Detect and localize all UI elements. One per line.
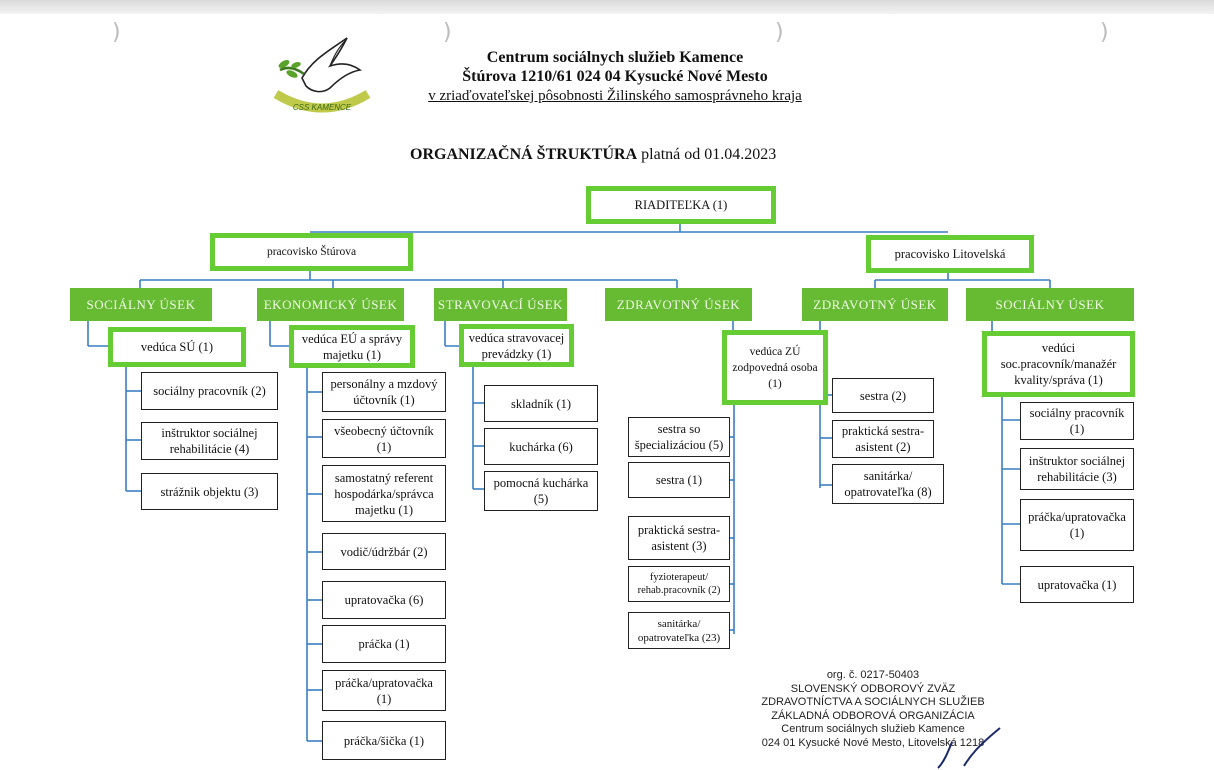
founder-line: v zriaďovateľskej pôsobnosti Žilinského …: [428, 88, 802, 104]
title-date: platná od 01.04.2023: [637, 146, 777, 163]
head-social-right: vedúci soc.pracovník/manažér kvality/spr…: [982, 331, 1135, 397]
role-payroll-accountant: personálny a mzdový účtovník (1): [322, 372, 446, 412]
document-header: Centrum sociálnych služieb Kamence Štúro…: [380, 48, 850, 106]
dove-logo: CSS KAMENCE: [273, 37, 371, 113]
role-practical-nurse-right: praktická sestra-asistent (2): [832, 420, 934, 458]
scan-artifact: ): [1100, 20, 1109, 45]
stamp-line: org. č. 0217-50403: [826, 669, 920, 681]
organization-address: Štúrova 1210/61 024 04 Kysucké Nové Mest…: [462, 68, 768, 85]
role-nurse-right: sestra (2): [832, 378, 934, 413]
page-title: ORGANIZAČNÁ ŠTRUKTÚRA platná od 01.04.20…: [410, 146, 830, 164]
role-laundress-cleaner-right: práčka/upratovačka (1): [1020, 499, 1134, 551]
section-label: SOCIÁLNY ÚSEK: [86, 296, 196, 312]
role-cook: kuchárka (6): [484, 428, 598, 465]
section-social-right: SOCIÁLNY ÚSEK: [966, 288, 1134, 321]
head-social-left: vedúca SÚ (1): [108, 327, 246, 367]
role-rehab-instructor-right: inštruktor sociálnej rehabilitácie (3): [1020, 448, 1134, 490]
role-practical-nurse: praktická sestra-asistent (3): [628, 516, 730, 560]
stamp-line: ZÁKLADNÁ ODBOROVÁ ORGANIZÁCIA: [771, 709, 975, 722]
role-orderly: sanitárka/ opatrovateľka (23): [628, 612, 730, 649]
role-social-worker-right: sociálny pracovník (1): [1020, 402, 1134, 440]
signature: [937, 727, 1001, 769]
stamp-line: Centrum sociálnych služieb Kamence: [781, 723, 965, 735]
section-economic: EKONOMICKÝ ÚSEK: [257, 288, 404, 321]
section-health-right: ZDRAVOTNÝ ÚSEK: [802, 288, 948, 321]
scan-artifact: ): [775, 20, 784, 45]
section-label: STRAVOVACÍ ÚSEK: [437, 296, 564, 312]
role-guard: strážnik objektu (3): [141, 473, 278, 510]
role-physiotherapist: fyzioterapeut/ rehab.pracovník (2): [628, 566, 730, 602]
section-label: ZDRAVOTNÝ ÚSEK: [616, 296, 741, 312]
role-laundress-cleaner: práčka/upratovačka (1): [322, 670, 446, 711]
role-property-clerk: samostatný referent hospodárka/správca m…: [322, 465, 446, 522]
role-cleaner: upratovačka (6): [322, 581, 446, 619]
logo-text: CSS KAMENCE: [293, 103, 352, 112]
stamp-line: SLOVENSKÝ ODBOROVÝ ZVÄZ: [790, 682, 956, 695]
role-laundress-seamstress: práčka/šička (1): [322, 721, 446, 760]
role-kitchen-helper: pomocná kuchárka (5): [484, 471, 598, 511]
section-label: ZDRAVOTNÝ ÚSEK: [813, 296, 937, 312]
role-driver-maintenance: vodič/údržbár (2): [322, 533, 446, 570]
role-orderly-right: sanitárka/ opatrovateľka (8): [832, 464, 944, 504]
role-cleaner-right: upratovačka (1): [1020, 566, 1134, 603]
scan-artifact: ): [112, 20, 121, 45]
role-laundress: práčka (1): [322, 625, 446, 663]
site-litovelska: pracovisko Litovelská: [866, 235, 1034, 273]
section-label: EKONOMICKÝ ÚSEK: [263, 296, 398, 312]
head-health: vedúca ZÚ zodpovedná osoba (1): [722, 330, 828, 405]
stamp-line: ZDRAVOTNÍCTVA A SOCIÁLNYCH SLUŽIEB: [761, 696, 985, 708]
section-health-left: ZDRAVOTNÝ ÚSEK: [605, 288, 752, 321]
site-sturova: pracovisko Štúrova: [210, 233, 413, 271]
head-economic: vedúca EÚ a správy majetku (1): [289, 325, 415, 368]
section-catering: STRAVOVACÍ ÚSEK: [434, 288, 567, 321]
section-label: SOCIÁLNY ÚSEK: [995, 296, 1105, 312]
director-box: RIADITEĽKA (1): [586, 186, 776, 224]
role-storekeeper: skladník (1): [484, 385, 598, 422]
organization-name: Centrum sociálnych služieb Kamence: [486, 49, 744, 66]
role-specialist-nurse: sestra so špecializáciou (5): [628, 417, 730, 457]
union-stamp: org. č. 0217-50403 SLOVENSKÝ ODBOROVÝ ZV…: [748, 669, 998, 750]
stamp-line: 024 01 Kysucké Nové Mesto, Litovelská 12…: [761, 736, 985, 749]
role-social-worker: sociálny pracovník (2): [141, 372, 278, 410]
role-rehab-instructor: inštruktor sociálnej rehabilitácie (4): [141, 422, 278, 460]
window-top-shadow: [0, 0, 1214, 14]
head-catering: vedúca stravovacej prevádzky (1): [459, 324, 574, 367]
role-nurse: sestra (1): [628, 462, 730, 498]
scan-artifact: ): [443, 20, 452, 45]
role-general-accountant: všeobecný účtovník (1): [322, 419, 446, 458]
title-bold: ORGANIZAČNÁ ŠTRUKTÚRA: [410, 146, 638, 163]
section-social-left: SOCIÁLNY ÚSEK: [70, 288, 212, 321]
